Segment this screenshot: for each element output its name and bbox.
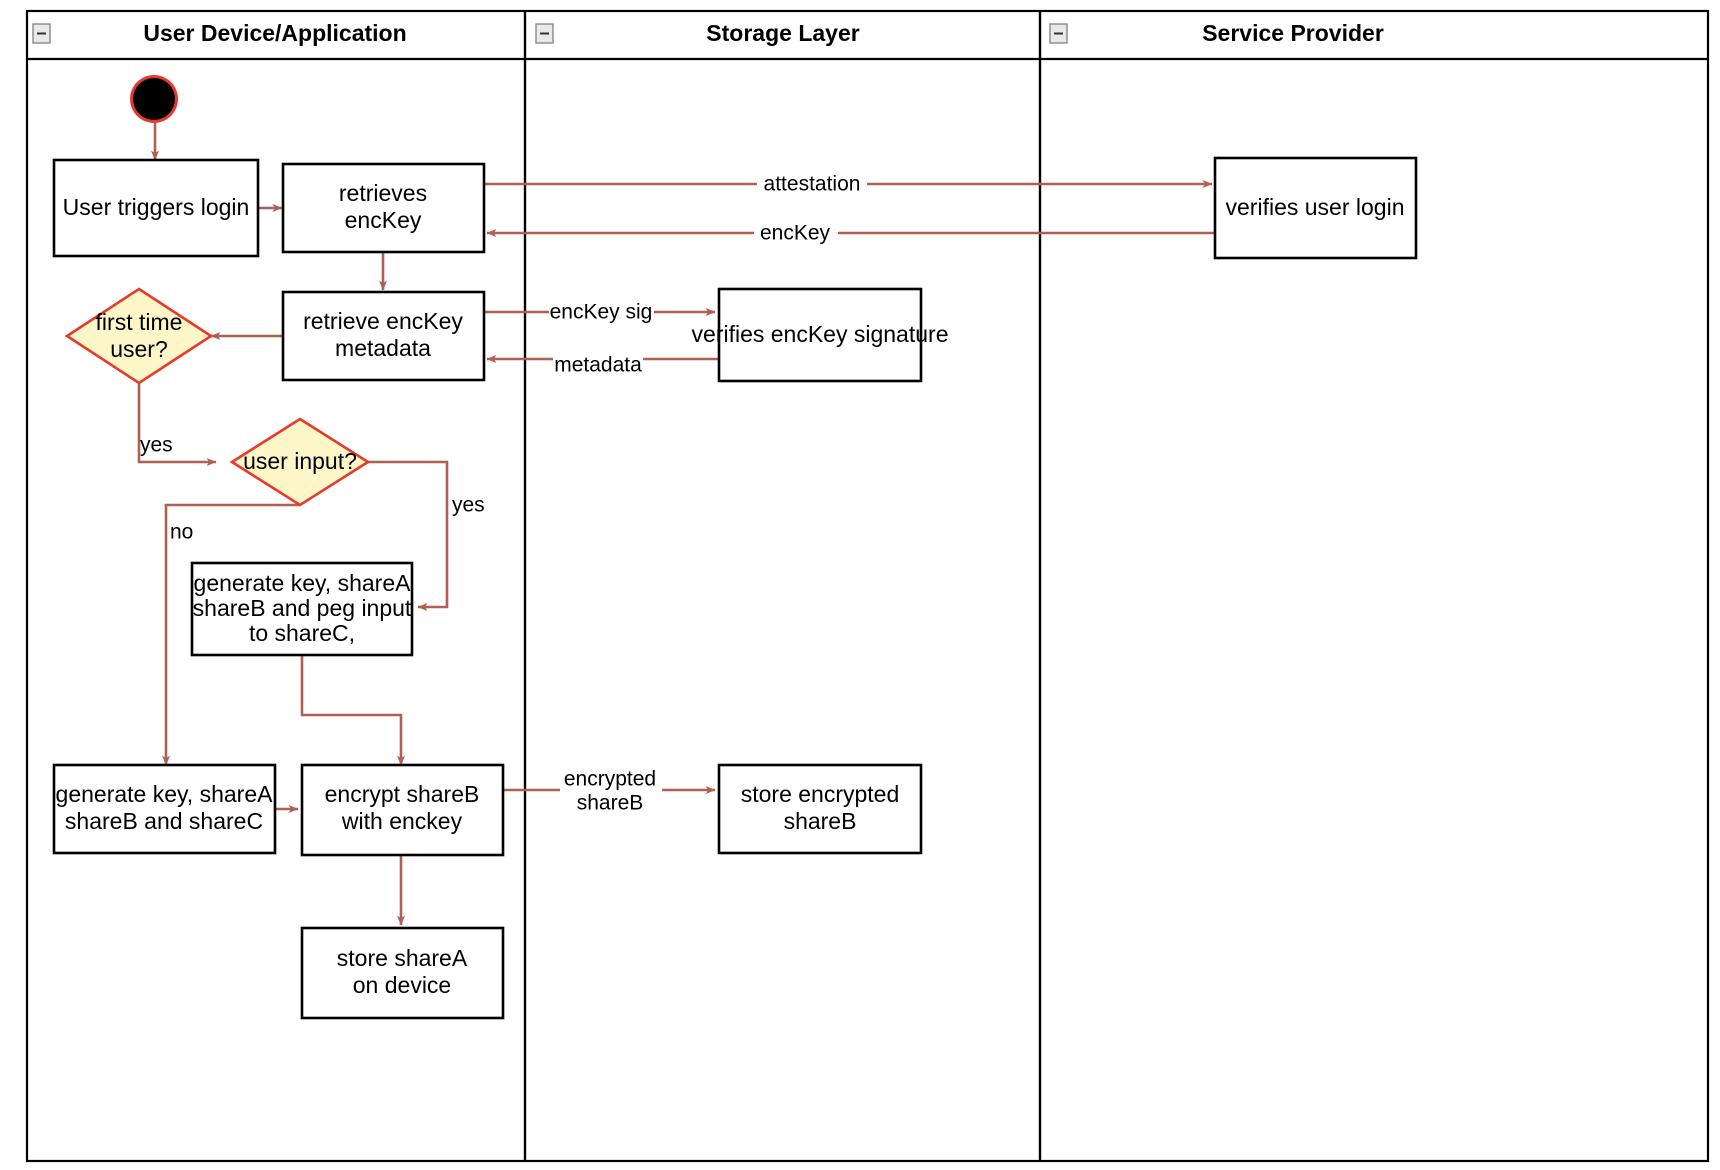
node-label-retrieve-metadata-line1: retrieve encKey	[303, 308, 463, 334]
lane-title-storage-layer: Storage Layer	[706, 20, 859, 46]
edge-label-yes-firsttime: yes	[140, 434, 173, 457]
edge-encrypted-shareb: encrypted shareB	[503, 768, 716, 816]
lane-title-service-provider: Service Provider	[1202, 20, 1384, 46]
edge-label-enckey: encKey	[760, 222, 831, 245]
node-label-generate-abc-line1: generate key, shareA	[56, 781, 274, 807]
node-label-store-sharea-line2: on device	[353, 972, 451, 998]
edge-label-enckey-sig: encKey sig	[550, 301, 653, 324]
lane-header-service-provider[interactable]: Service Provider	[1049, 20, 1384, 46]
edge-enckey-sig: encKey sig	[484, 300, 716, 324]
node-label-generate-peg-line1: generate key, shareA	[194, 570, 412, 596]
edge-label-metadata: metadata	[554, 354, 642, 377]
node-store-sharea[interactable]: store shareA on device	[300, 926, 505, 1020]
node-label-verifies-enckey-signature: verifies encKey signature	[692, 321, 949, 347]
collapse-minus-icon[interactable]	[535, 23, 554, 44]
edge-label-attestation: attestation	[764, 173, 861, 196]
node-user-input-decision[interactable]: user input?	[229, 417, 371, 507]
lane-header-storage-layer[interactable]: Storage Layer	[535, 20, 860, 46]
edge-userinput-no: no	[162, 503, 300, 766]
edge-userinput-yes: yes	[368, 460, 485, 611]
node-label-retrieve-metadata-line2: metadata	[335, 335, 431, 361]
node-label-first-time-line1: first time	[96, 309, 183, 335]
node-generate-peg[interactable]: generate key, shareA shareB and peg inpu…	[190, 561, 414, 657]
edge-metadata-return: metadata	[486, 352, 718, 377]
node-encrypt-shareb[interactable]: encrypt shareB with enckey	[300, 763, 505, 857]
node-label-user-input: user input?	[243, 448, 357, 474]
node-label-verifies-user-login: verifies user login	[1226, 194, 1405, 220]
node-label-generate-peg-line2: shareB and peg input	[193, 595, 412, 621]
node-generate-abc[interactable]: generate key, shareA shareB and shareC	[52, 763, 277, 855]
edge-attestation: attestation	[484, 172, 1213, 196]
collapse-minus-icon[interactable]	[1049, 23, 1068, 44]
node-label-store-encrypted-line1: store encrypted	[741, 781, 900, 807]
edge-peg-to-encrypt	[300, 655, 405, 766]
initial-node[interactable]	[130, 75, 178, 123]
node-verifies-user-login[interactable]: verifies user login	[1213, 156, 1418, 260]
edge-enckey-return: encKey	[486, 221, 1215, 245]
node-label-retrieves-enckey-line2: encKey	[345, 207, 422, 233]
node-retrieve-enckey-metadata[interactable]: retrieve encKey metadata	[281, 290, 486, 382]
node-label-retrieves-enckey-line1: retrieves	[339, 180, 427, 206]
node-label-encrypt-shareb-line2: with enckey	[341, 808, 463, 834]
swimlane-frame	[25, 9, 1710, 1163]
node-label-generate-peg-line3: to shareC,	[249, 620, 355, 646]
collapse-minus-icon[interactable]	[32, 23, 51, 44]
node-label-encrypt-shareb-line1: encrypt shareB	[325, 781, 480, 807]
edge-label-yes-userinput: yes	[452, 494, 485, 517]
node-verifies-enckey-signature[interactable]: verifies encKey signature	[692, 287, 949, 383]
node-retrieves-enckey[interactable]: retrieves encKey	[281, 162, 486, 254]
edge-label-shareb: shareB	[577, 792, 644, 815]
node-label-store-encrypted-line2: shareB	[784, 808, 857, 834]
edge-label-encrypted: encrypted	[564, 768, 656, 791]
node-store-encrypted-shareb[interactable]: store encrypted shareB	[717, 763, 923, 855]
node-label-user-triggers-login: User triggers login	[63, 194, 250, 220]
node-label-first-time-line2: user?	[110, 336, 168, 362]
node-user-triggers-login[interactable]: User triggers login	[52, 158, 260, 258]
node-label-store-sharea-line1: store shareA	[337, 945, 468, 971]
node-first-time-user-decision[interactable]: first time user?	[64, 287, 214, 385]
edge-label-no-userinput: no	[170, 521, 193, 544]
lane-header-user-device[interactable]: User Device/Application	[32, 20, 407, 46]
node-label-generate-abc-line2: shareB and shareC	[65, 808, 263, 834]
lane-title-user-device: User Device/Application	[143, 20, 406, 46]
edge-firsttime-yes: yes	[137, 378, 217, 466]
